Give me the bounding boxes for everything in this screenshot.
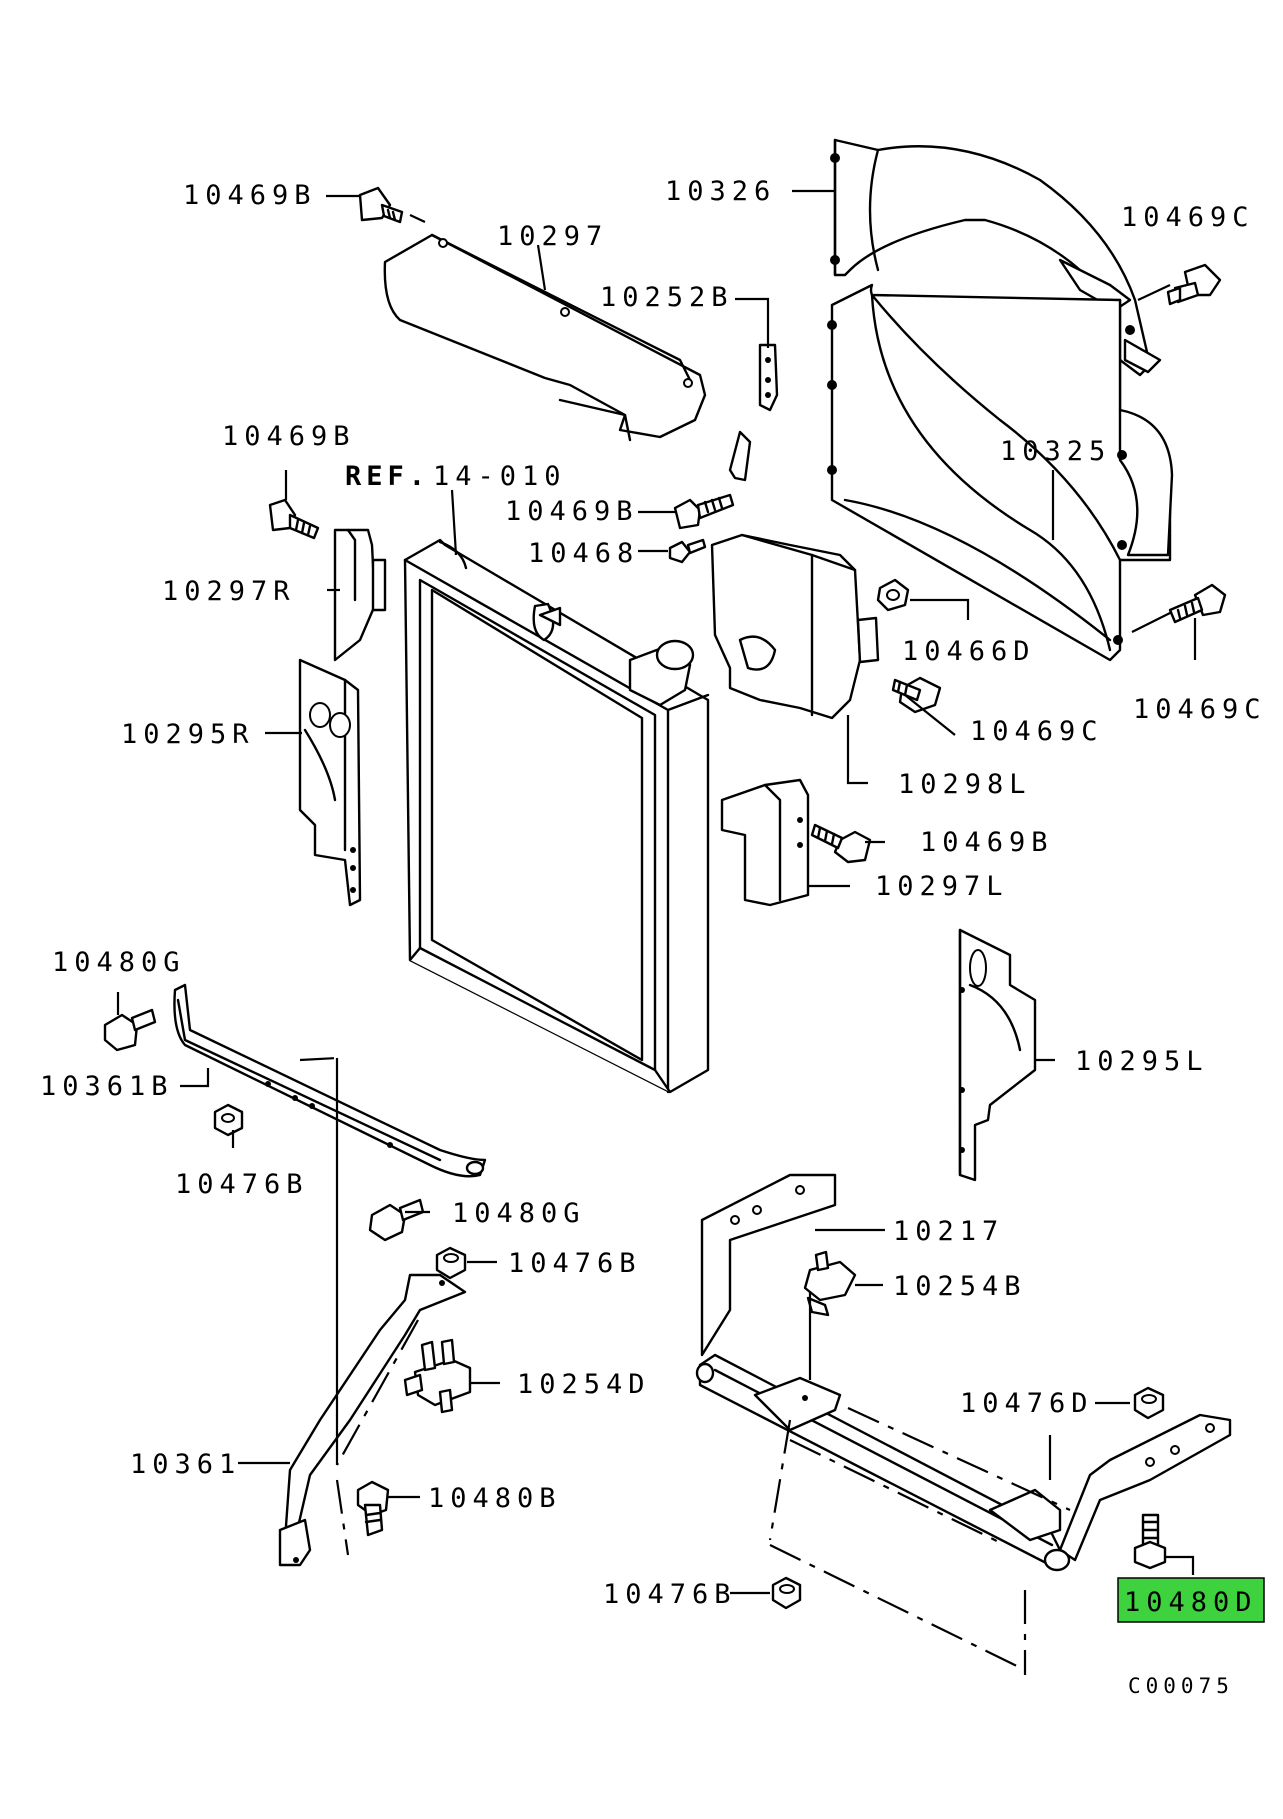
nut-icon[interactable] — [213, 1103, 244, 1137]
bracket-10295r[interactable] — [298, 658, 362, 907]
bolt-icon[interactable] — [356, 1480, 390, 1537]
bolt-icon[interactable] — [891, 676, 942, 714]
label-10297: 10297 — [497, 221, 608, 252]
label-10295l: 10295L — [1075, 1046, 1209, 1077]
label-10469b: 10469B — [222, 421, 356, 452]
leader-lines — [116, 189, 1197, 1595]
label-10476b: 10476B — [603, 1579, 737, 1610]
stay-10361[interactable] — [278, 1273, 467, 1567]
bolt-icon[interactable] — [368, 1198, 425, 1242]
label-10469b: 10469B — [505, 496, 639, 527]
label-10325: 10325 — [1000, 436, 1111, 467]
bolt-icon[interactable] — [1168, 583, 1227, 624]
label-10469b: 10469B — [183, 180, 317, 211]
duct-10298l[interactable] — [710, 533, 880, 720]
bracket-10297l[interactable] — [720, 778, 810, 907]
label-10252b: 10252B — [600, 282, 734, 313]
label-10469c: 10469C — [1133, 694, 1267, 725]
label-10469c: 10469C — [1121, 202, 1255, 233]
label-10361: 10361 — [130, 1449, 241, 1480]
rubber-mount-icon[interactable] — [403, 1338, 472, 1414]
nut-icon[interactable] — [435, 1246, 467, 1280]
label-10469c: 10469C — [970, 716, 1104, 747]
label-10476b: 10476B — [175, 1169, 309, 1200]
bolt-icon[interactable] — [1133, 1513, 1167, 1570]
label-10480b: 10480B — [428, 1483, 562, 1514]
bolt-icon[interactable] — [1166, 263, 1222, 306]
bolt-icon[interactable] — [668, 538, 707, 564]
bolt-icon[interactable] — [673, 493, 735, 530]
label-10254d: 10254D — [517, 1369, 651, 1400]
label-10297r: 10297R — [162, 576, 296, 607]
bracket-10297r[interactable] — [333, 528, 387, 662]
highlighted-part-box[interactable] — [1117, 1577, 1265, 1623]
bracket-10252b[interactable] — [728, 343, 779, 482]
label-10254b: 10254B — [893, 1271, 1027, 1302]
fan-shroud-main[interactable] — [827, 283, 1174, 662]
rubber-mount-icon[interactable] — [803, 1250, 857, 1317]
bolt-icon[interactable] — [103, 1008, 157, 1052]
label-10480g: 10480G — [52, 947, 186, 978]
bracket-10295l[interactable] — [958, 928, 1037, 1182]
label-10476d: 10476D — [960, 1388, 1094, 1419]
label-ref-number: 14-010 — [433, 461, 567, 492]
label-10469b: 10469B — [920, 827, 1054, 858]
crossmember-10217[interactable] — [695, 1173, 1232, 1572]
label-10326: 10326 — [665, 176, 776, 207]
bolt-icon[interactable] — [268, 498, 320, 540]
label-10476b: 10476B — [508, 1248, 642, 1279]
center-lines — [299, 1056, 1071, 1675]
label-10468: 10468 — [528, 538, 639, 569]
label-10298l: 10298L — [898, 769, 1032, 800]
label-10361b: 10361B — [40, 1071, 174, 1102]
label-10480g: 10480G — [452, 1198, 586, 1229]
bar-10361b[interactable] — [173, 983, 487, 1178]
nut-icon[interactable] — [876, 578, 910, 612]
bolt-icon[interactable] — [810, 823, 872, 864]
label-10297l: 10297L — [875, 871, 1009, 902]
diagram-code: C00075 — [1128, 1674, 1234, 1698]
label-10466d: 10466D — [902, 636, 1036, 667]
label-10217: 10217 — [893, 1216, 1004, 1247]
callout-labels: 10469B 10297 10326 10252B 10469C 10469B … — [40, 176, 1267, 1698]
nut-icon[interactable] — [1133, 1386, 1165, 1420]
upper-bracket-10297[interactable] — [383, 233, 707, 442]
bolt-icon[interactable] — [358, 186, 404, 224]
label-10295r: 10295R — [121, 719, 255, 750]
label-10480d: 10480D — [1124, 1587, 1258, 1618]
radiator[interactable] — [403, 538, 710, 1094]
nut-icon[interactable] — [771, 1576, 802, 1610]
label-ref: REF. — [345, 461, 430, 492]
